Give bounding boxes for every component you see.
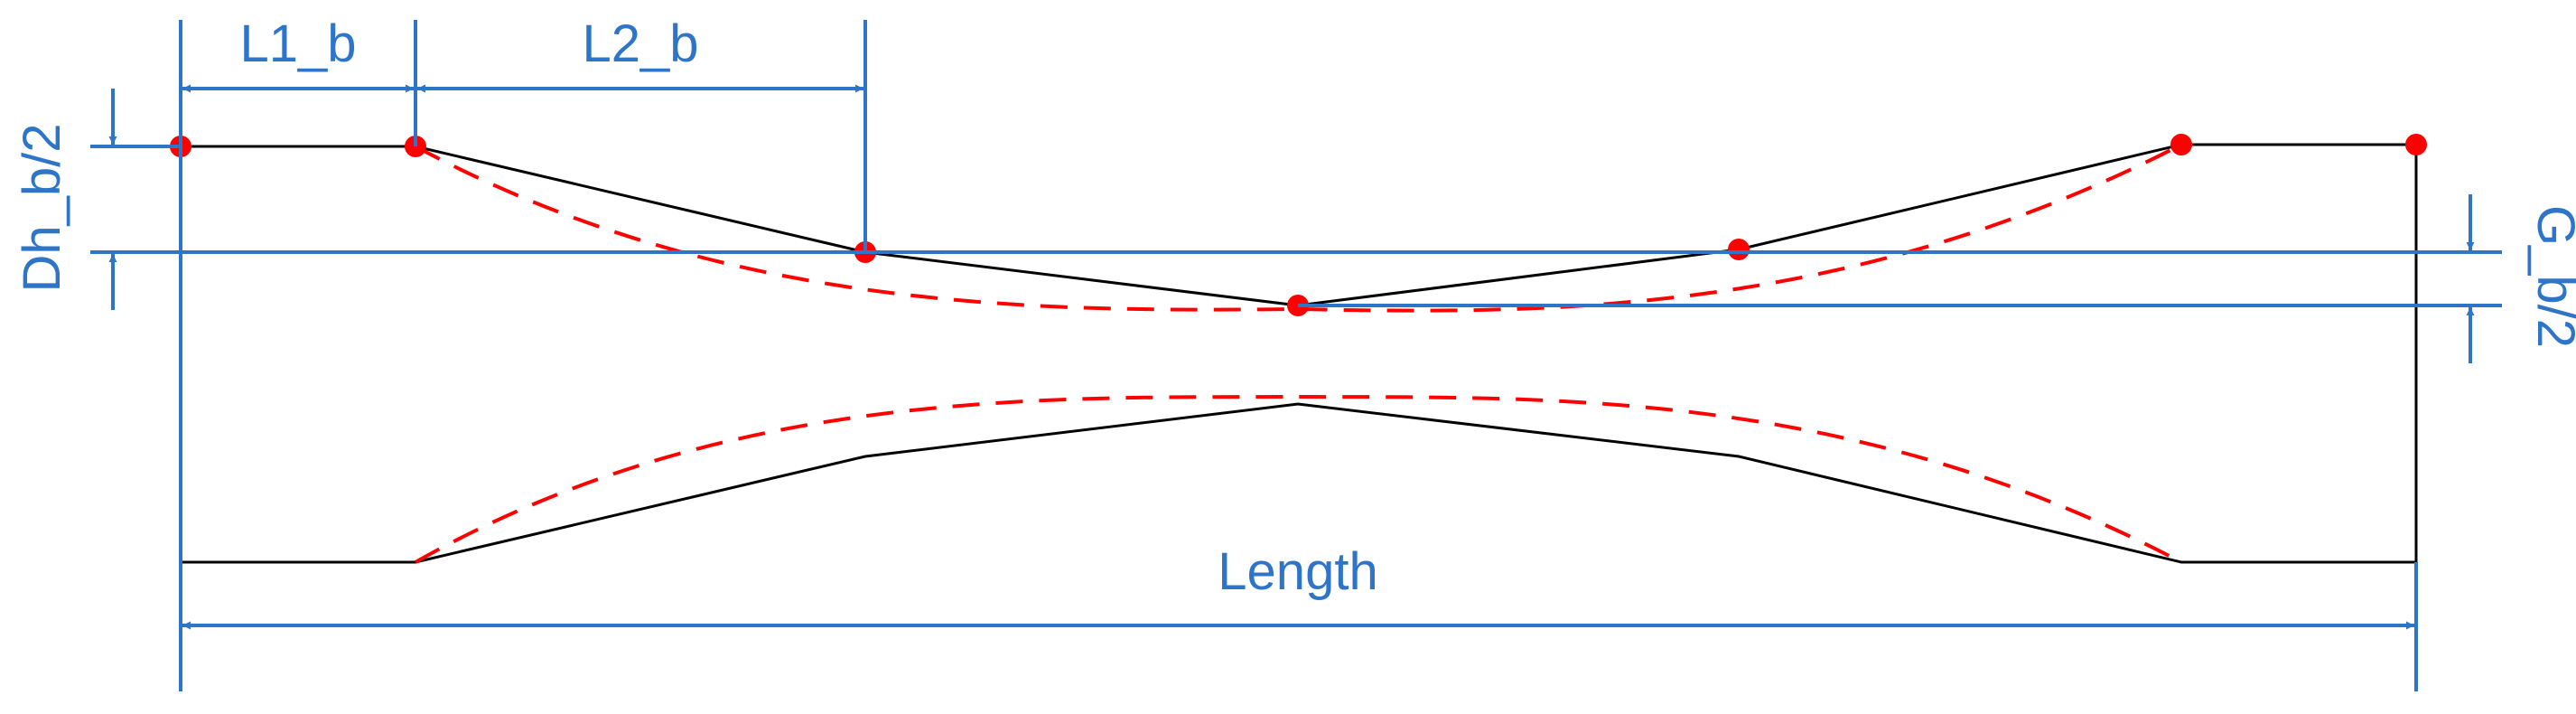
label-g: G_b/2 xyxy=(2526,205,2576,348)
upper-fitted-curve xyxy=(415,143,2182,313)
label-dh: Dh_b/2 xyxy=(13,123,71,292)
control-point-outlet-end xyxy=(2405,134,2427,155)
label-l1: L1_b xyxy=(239,14,356,73)
control-points xyxy=(170,134,2427,316)
label-length: Length xyxy=(1218,542,1377,601)
fitted-curves xyxy=(415,143,2182,564)
profile-outline xyxy=(179,143,2418,564)
lower-wall-profile xyxy=(181,402,2416,564)
lower-fitted-curve xyxy=(415,394,2182,564)
label-l2: L2_b xyxy=(582,14,698,73)
upper-wall-profile xyxy=(181,143,2416,307)
control-point-right-l1 xyxy=(2170,134,2192,155)
dimension-labels: L1_b L2_b Length Dh_b/2 G_b/2 xyxy=(13,14,2576,601)
dimension-lines xyxy=(90,20,2502,691)
control-point-right-mid xyxy=(1728,239,1750,260)
